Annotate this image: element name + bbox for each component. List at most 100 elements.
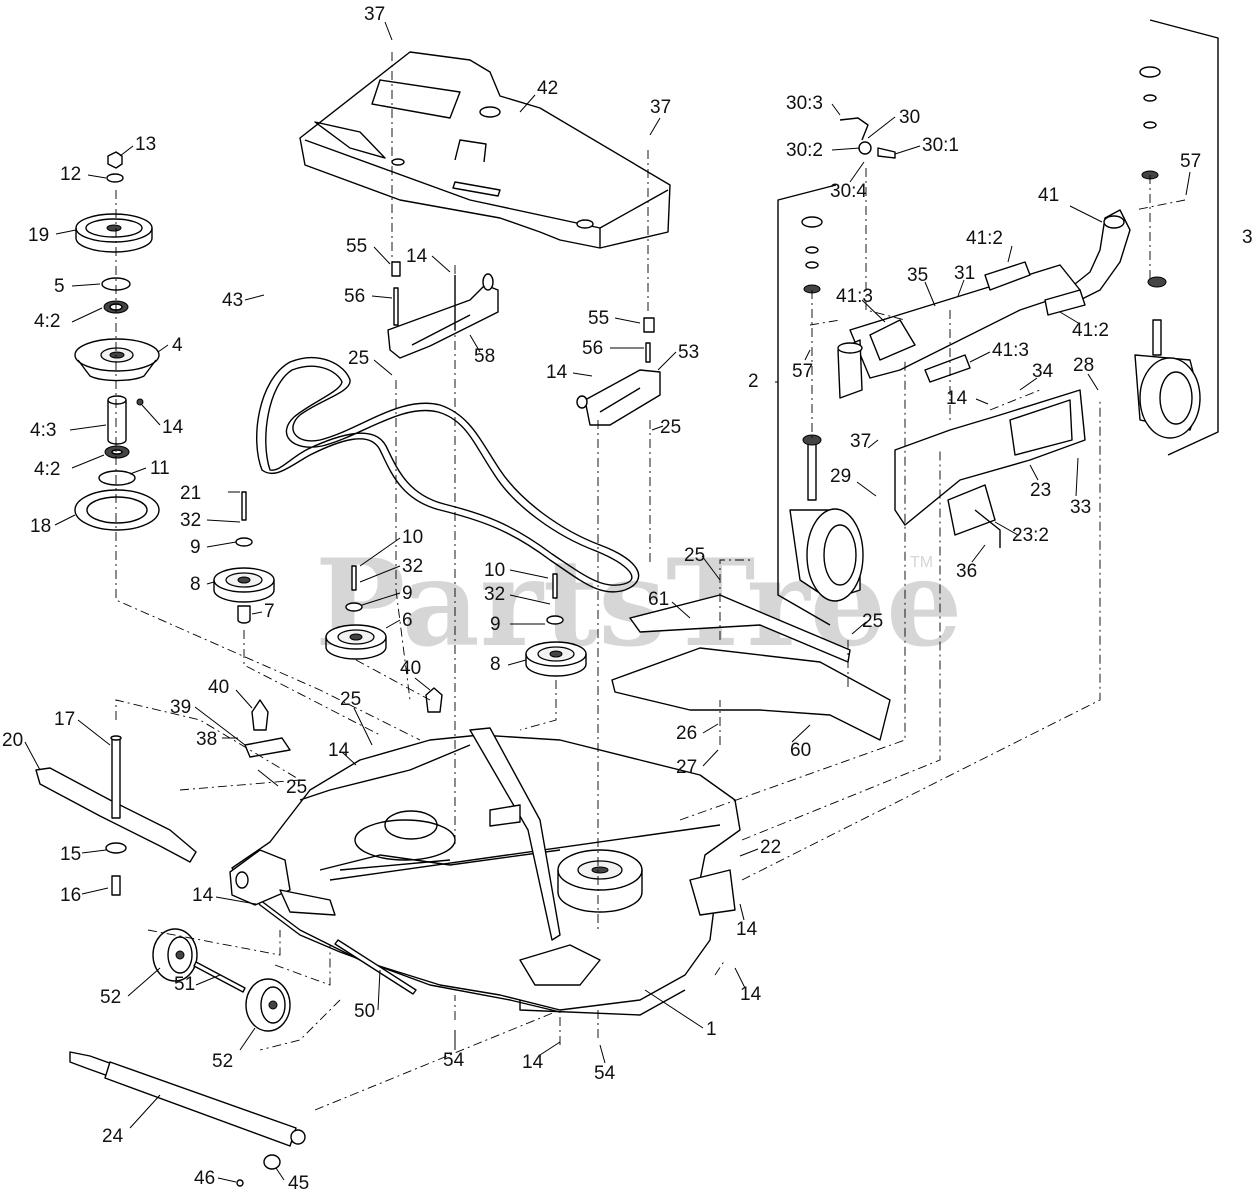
callout-30: 30 xyxy=(899,107,920,128)
callout-32: 32 xyxy=(402,556,423,577)
callout-55: 55 xyxy=(588,308,609,329)
callout-35: 35 xyxy=(907,265,928,286)
callout-15: 15 xyxy=(60,844,81,865)
callout-52: 52 xyxy=(212,1051,233,1072)
rod-24 xyxy=(69,1051,306,1187)
anti-scalp-roller-52-b xyxy=(245,978,291,1032)
callout-25: 25 xyxy=(684,545,705,566)
callout-45: 45 xyxy=(288,1173,309,1194)
callout-57: 57 xyxy=(1180,151,1201,172)
idler-bracket-53 xyxy=(576,317,661,426)
callout-14: 14 xyxy=(192,885,214,906)
idler-bracket-58 xyxy=(387,261,499,359)
idler-pulley-8-right xyxy=(525,573,587,677)
callout-27: 27 xyxy=(676,757,697,778)
deck-cover-42 xyxy=(299,51,671,249)
callout-52: 52 xyxy=(100,987,121,1008)
callout-60: 60 xyxy=(790,740,811,761)
caster-wheel-right xyxy=(1134,66,1201,439)
baffle-61 xyxy=(629,594,851,663)
group-bracket-2 xyxy=(777,184,837,626)
callout-29: 29 xyxy=(830,466,851,487)
anti-scalp-roller-52-a xyxy=(152,928,198,982)
mower-deck-1 xyxy=(231,734,741,1016)
callout-37: 37 xyxy=(650,97,671,118)
callout-25: 25 xyxy=(862,611,883,632)
callout-14: 14 xyxy=(522,1052,544,1073)
trademark: TM xyxy=(910,554,933,571)
callout-58: 58 xyxy=(474,346,495,367)
caster-arm-41 xyxy=(837,209,1131,399)
callout-37: 37 xyxy=(364,4,385,25)
callout-23-2: 23:2 xyxy=(1012,525,1049,546)
callout-46: 46 xyxy=(194,1168,215,1189)
callout-50: 50 xyxy=(354,1001,375,1022)
callout-leaders xyxy=(24,21,1191,1183)
assembly-centerlines xyxy=(115,52,1186,1111)
callout-10: 10 xyxy=(402,527,423,548)
deck-bracket-left xyxy=(229,849,336,916)
callout-32: 32 xyxy=(180,510,201,531)
callout-37: 37 xyxy=(850,431,871,452)
callout-25: 25 xyxy=(286,777,307,798)
callout-labels: 37 42 37 13 12 19 5 4:2 4 14 4:3 4:2 11 … xyxy=(2,4,1253,1194)
callout-3: 3 xyxy=(1242,227,1253,248)
callout-4: 4 xyxy=(172,335,183,356)
callout-14: 14 xyxy=(736,919,758,940)
callout-8: 8 xyxy=(490,654,501,675)
callout-21: 21 xyxy=(180,483,201,504)
callout-18: 18 xyxy=(30,516,51,537)
caster-wheel-left xyxy=(789,216,864,602)
callout-19: 19 xyxy=(28,225,49,246)
callout-26: 26 xyxy=(676,723,697,744)
idler-pulley-6 xyxy=(325,565,387,660)
group-bracket-3 xyxy=(1149,19,1219,456)
callout-34: 34 xyxy=(1032,361,1054,382)
callout-30-1: 30:1 xyxy=(922,135,959,156)
deck-pulley xyxy=(557,849,643,913)
callout-22: 22 xyxy=(760,837,781,858)
callout-41-3: 41:3 xyxy=(836,286,873,307)
callout-14: 14 xyxy=(328,740,350,761)
callout-33: 33 xyxy=(1070,497,1091,518)
callout-32: 32 xyxy=(484,584,505,605)
callout-38: 38 xyxy=(196,729,217,750)
callout-31: 31 xyxy=(954,263,975,284)
callout-4-3: 4:3 xyxy=(30,420,56,441)
callout-43: 43 xyxy=(222,290,243,311)
drive-belt-43 xyxy=(256,357,640,593)
deck-brackets-40-39 xyxy=(244,687,443,758)
callout-42: 42 xyxy=(537,78,558,99)
callout-5: 5 xyxy=(54,276,65,297)
callout-24: 24 xyxy=(102,1126,124,1147)
roller-axle-51 xyxy=(193,961,246,993)
caster-bracket-23 xyxy=(894,389,1086,536)
callout-23: 23 xyxy=(1030,480,1051,501)
idler-pulley-8-left xyxy=(213,491,275,624)
callout-30-3: 30:3 xyxy=(786,93,823,114)
callout-8: 8 xyxy=(190,574,201,595)
callout-40: 40 xyxy=(208,677,229,698)
callout-57: 57 xyxy=(792,361,813,382)
callout-40: 40 xyxy=(400,658,421,679)
fastener-36 xyxy=(974,509,1001,548)
callout-56: 56 xyxy=(582,338,603,359)
callout-7: 7 xyxy=(264,601,275,622)
callout-30-4: 30:4 xyxy=(830,181,867,202)
callout-14: 14 xyxy=(162,417,184,438)
callout-4-2: 4:2 xyxy=(34,311,60,332)
callout-14: 14 xyxy=(546,362,568,383)
callout-20: 20 xyxy=(2,730,23,751)
callout-36: 36 xyxy=(956,561,977,582)
callout-13: 13 xyxy=(135,134,156,155)
callout-9: 9 xyxy=(190,537,201,558)
callout-28: 28 xyxy=(1073,355,1094,376)
callout-41: 41 xyxy=(1038,185,1059,206)
callout-1: 1 xyxy=(706,1019,717,1040)
callout-41-2: 41:2 xyxy=(966,228,1003,249)
callout-12: 12 xyxy=(60,164,81,185)
callout-9: 9 xyxy=(402,583,413,604)
callout-41-3: 41:3 xyxy=(992,340,1029,361)
callout-4-2: 4:2 xyxy=(34,459,60,480)
